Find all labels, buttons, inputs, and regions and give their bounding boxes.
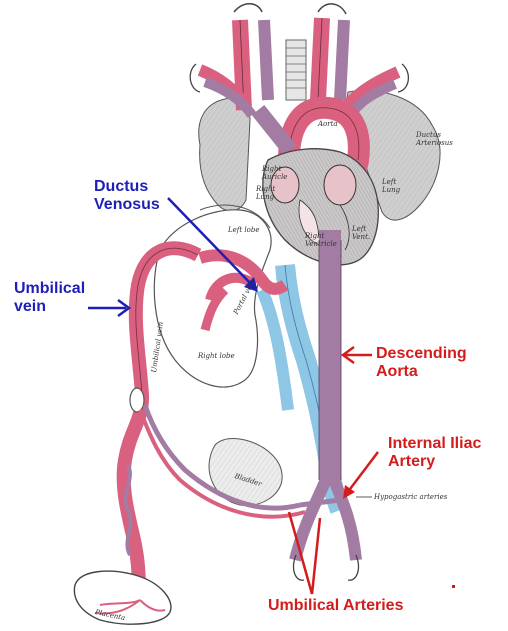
ductus-arteriosus-small-label: Ductus Arteriosus — [416, 131, 453, 147]
left-ventricle-line-1: Left — [352, 225, 370, 233]
ductus-venosus-line-1: Ductus — [94, 178, 160, 196]
left-lung-line-2: Lung — [382, 186, 400, 194]
left-lobe-small-label: Left lobe — [228, 226, 260, 234]
right-auricle-line-2: Auricle — [262, 173, 287, 181]
right-lung — [199, 98, 250, 211]
descending-aorta-line-1: Descending — [376, 345, 467, 363]
trachea — [286, 40, 306, 100]
left-ventricle-line-2: Vent. — [352, 233, 370, 241]
right-auricle-line-1: Right — [262, 165, 287, 173]
ductus-arteriosus-line-1: Ductus — [416, 131, 453, 139]
aorta-small-label: Aorta — [318, 120, 338, 128]
ductus-venosus-line-2: Venosus — [94, 196, 160, 214]
internal-iliac-line-2: Artery — [388, 453, 481, 471]
umbilical-artery-arrow-right — [312, 518, 320, 594]
left-lung-line-1: Left — [382, 178, 400, 186]
descending-aorta-line-2: Aorta — [376, 363, 467, 381]
ductus-arteriosus-line-2: Arteriosus — [416, 139, 453, 147]
right-lung-small-label: Right Lung — [256, 185, 275, 201]
umbilicus-ring — [130, 388, 144, 412]
right-ventricle-small-label: Right Ventricle — [305, 232, 337, 248]
hypogastric-arteries-small-label: Hypogastric arteries — [374, 493, 447, 501]
umbilical-vein-label: Umbilical vein — [14, 280, 85, 316]
right-auricle-small-label: Right Auricle — [262, 165, 287, 181]
umbilical-vein-line-2: vein — [14, 298, 85, 316]
right-lung-line-2: Lung — [256, 193, 275, 201]
internal-iliac-arrow — [347, 452, 378, 493]
internal-iliac-artery-label: Internal Iliac Artery — [388, 435, 481, 471]
internal-iliac-line-1: Internal Iliac — [388, 435, 481, 453]
descending-aorta — [294, 230, 359, 580]
ductus-venosus-label: Ductus Venosus — [94, 178, 160, 214]
umbilical-vein-line-1: Umbilical — [14, 280, 85, 298]
umbilical-arteries-label: Umbilical Arteries — [268, 597, 403, 615]
right-ventricle-line-2: Ventricle — [305, 240, 337, 248]
red-dot-mark — [452, 585, 455, 588]
descending-aorta-label: Descending Aorta — [376, 345, 467, 381]
left-lung-small-label: Left Lung — [382, 178, 400, 194]
right-lung-line-1: Right — [256, 185, 275, 193]
left-ventricle-small-label: Left Vent. — [352, 225, 370, 241]
right-ventricle-line-1: Right — [305, 232, 337, 240]
right-lobe-small-label: Right lobe — [198, 352, 235, 360]
